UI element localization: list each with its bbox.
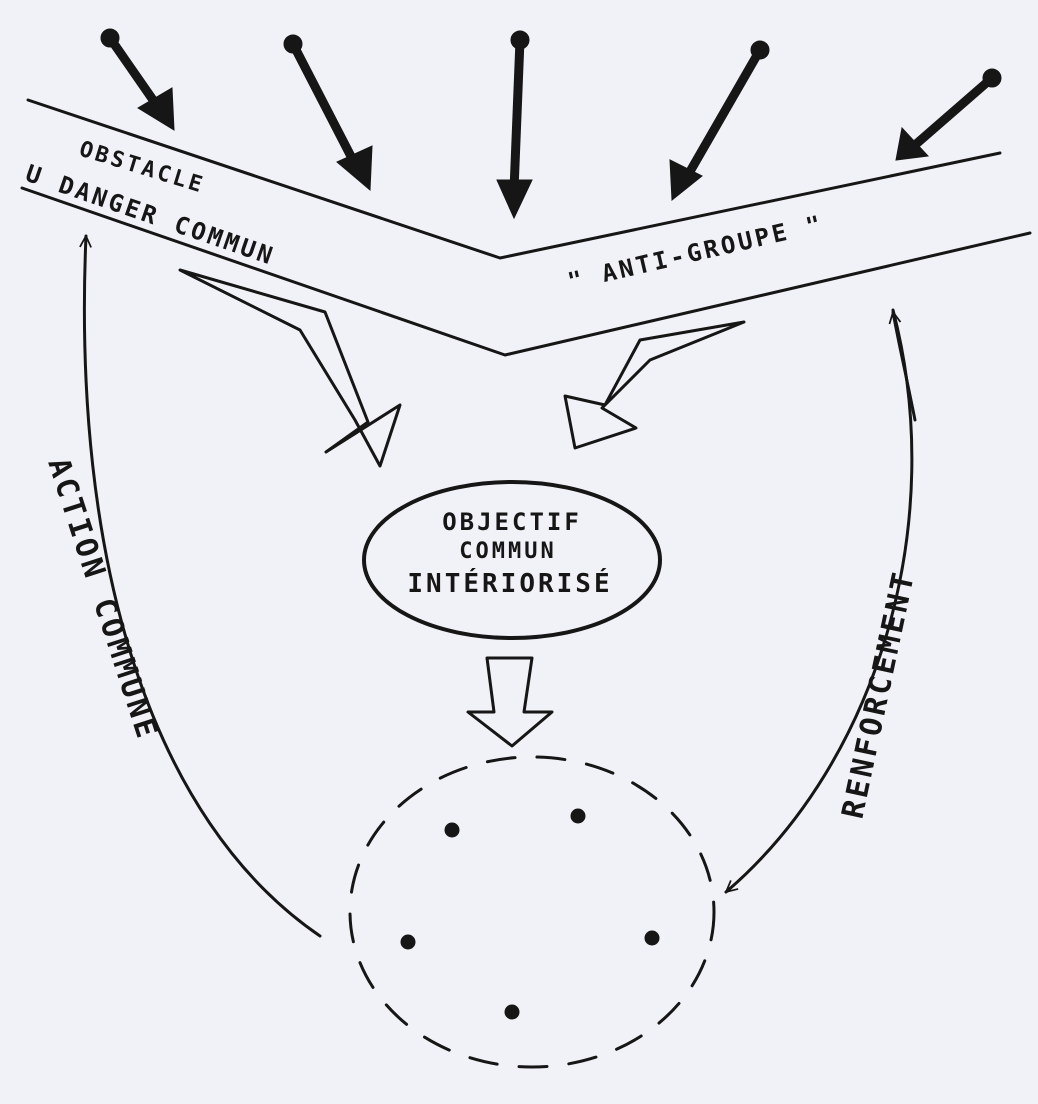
- group-member-dot: [644, 930, 660, 946]
- objective-label-line2: COMMUN: [459, 539, 556, 564]
- group-circle: [348, 755, 716, 1069]
- objective-node: OBJECTIF COMMUN INTÉRIORISÉ: [362, 480, 662, 640]
- pressure-arrows: [100, 28, 1002, 220]
- group-member-dot: [570, 808, 586, 824]
- pressure-arrow-2: [283, 34, 373, 192]
- hollow-arrow-left: [178, 268, 402, 468]
- action-commune-label: ACTION COMMUNE: [40, 454, 164, 745]
- obstacle-band: [20, 98, 1032, 357]
- objective-label-line1: OBJECTIF: [442, 508, 582, 536]
- renforcement-label: RENFORCEMENT: [836, 567, 923, 822]
- pressure-arrow-4: [669, 40, 770, 202]
- pressure-arrow-3: [496, 30, 533, 220]
- group-member-dot: [400, 934, 416, 950]
- pressure-arrow-1: [100, 28, 175, 131]
- objective-label-line3: INTÉRIORISÉ: [407, 567, 612, 599]
- hollow-arrow-down: [466, 656, 554, 748]
- hollow-arrow-right: [563, 320, 746, 450]
- group-member-dot: [444, 822, 460, 838]
- pressure-arrow-5: [895, 68, 1002, 161]
- renforcement-arc: RENFORCEMENT: [724, 308, 923, 894]
- band-right-label: " ANTI-GROUPE ": [565, 210, 826, 296]
- action-commune-arc: ACTION COMMUNE: [40, 236, 322, 938]
- group-member-dot: [504, 1004, 520, 1020]
